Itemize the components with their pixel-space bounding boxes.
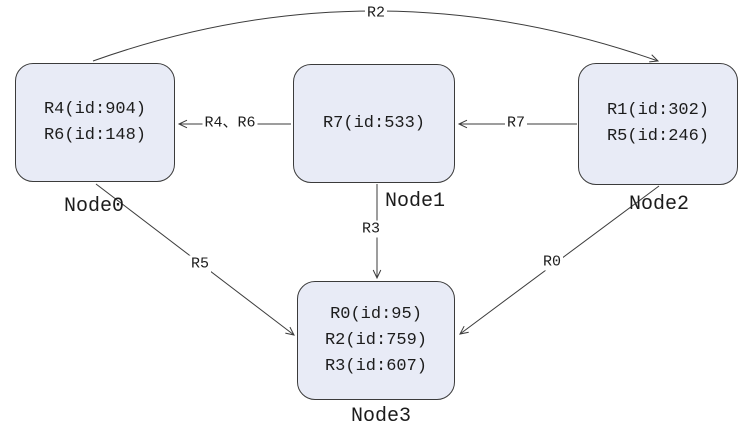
node-node3: R0(id:95) R2(id:759) R3(id:607) — [297, 281, 455, 400]
node-label-node1: Node1 — [385, 190, 446, 213]
edge-label-r2: R2 — [364, 4, 388, 22]
node-label-node0: Node0 — [64, 195, 125, 218]
node-node2: R1(id:302) R5(id:246) — [578, 63, 738, 185]
resource-entry: R1(id:302) — [606, 101, 710, 120]
resource-entry: R7(id:533) — [322, 113, 426, 133]
resource-entry: R0(id:95) — [330, 304, 422, 324]
edge-label-r5: R5 — [188, 255, 212, 273]
node-label-node3: Node3 — [351, 405, 412, 428]
resource-entry: R3(id:607) — [324, 356, 428, 376]
resource-entry: R6(id:148) — [43, 125, 147, 145]
node-label-node2: Node2 — [629, 193, 690, 216]
node-node1: R7(id:533) — [293, 64, 455, 183]
resource-entry: R2(id:759) — [324, 330, 428, 350]
edge-label-r0: R0 — [540, 253, 564, 271]
edge-label-r7: R7 — [504, 114, 528, 132]
node-node0: R4(id:904) R6(id:148) — [15, 63, 175, 182]
resource-entry: R4(id:904) — [43, 99, 147, 119]
edge-label-r4-r6: R4、R6 — [202, 114, 258, 132]
resource-entry: R5(id:246) — [606, 127, 710, 146]
edge-label-r3: R3 — [359, 220, 383, 238]
